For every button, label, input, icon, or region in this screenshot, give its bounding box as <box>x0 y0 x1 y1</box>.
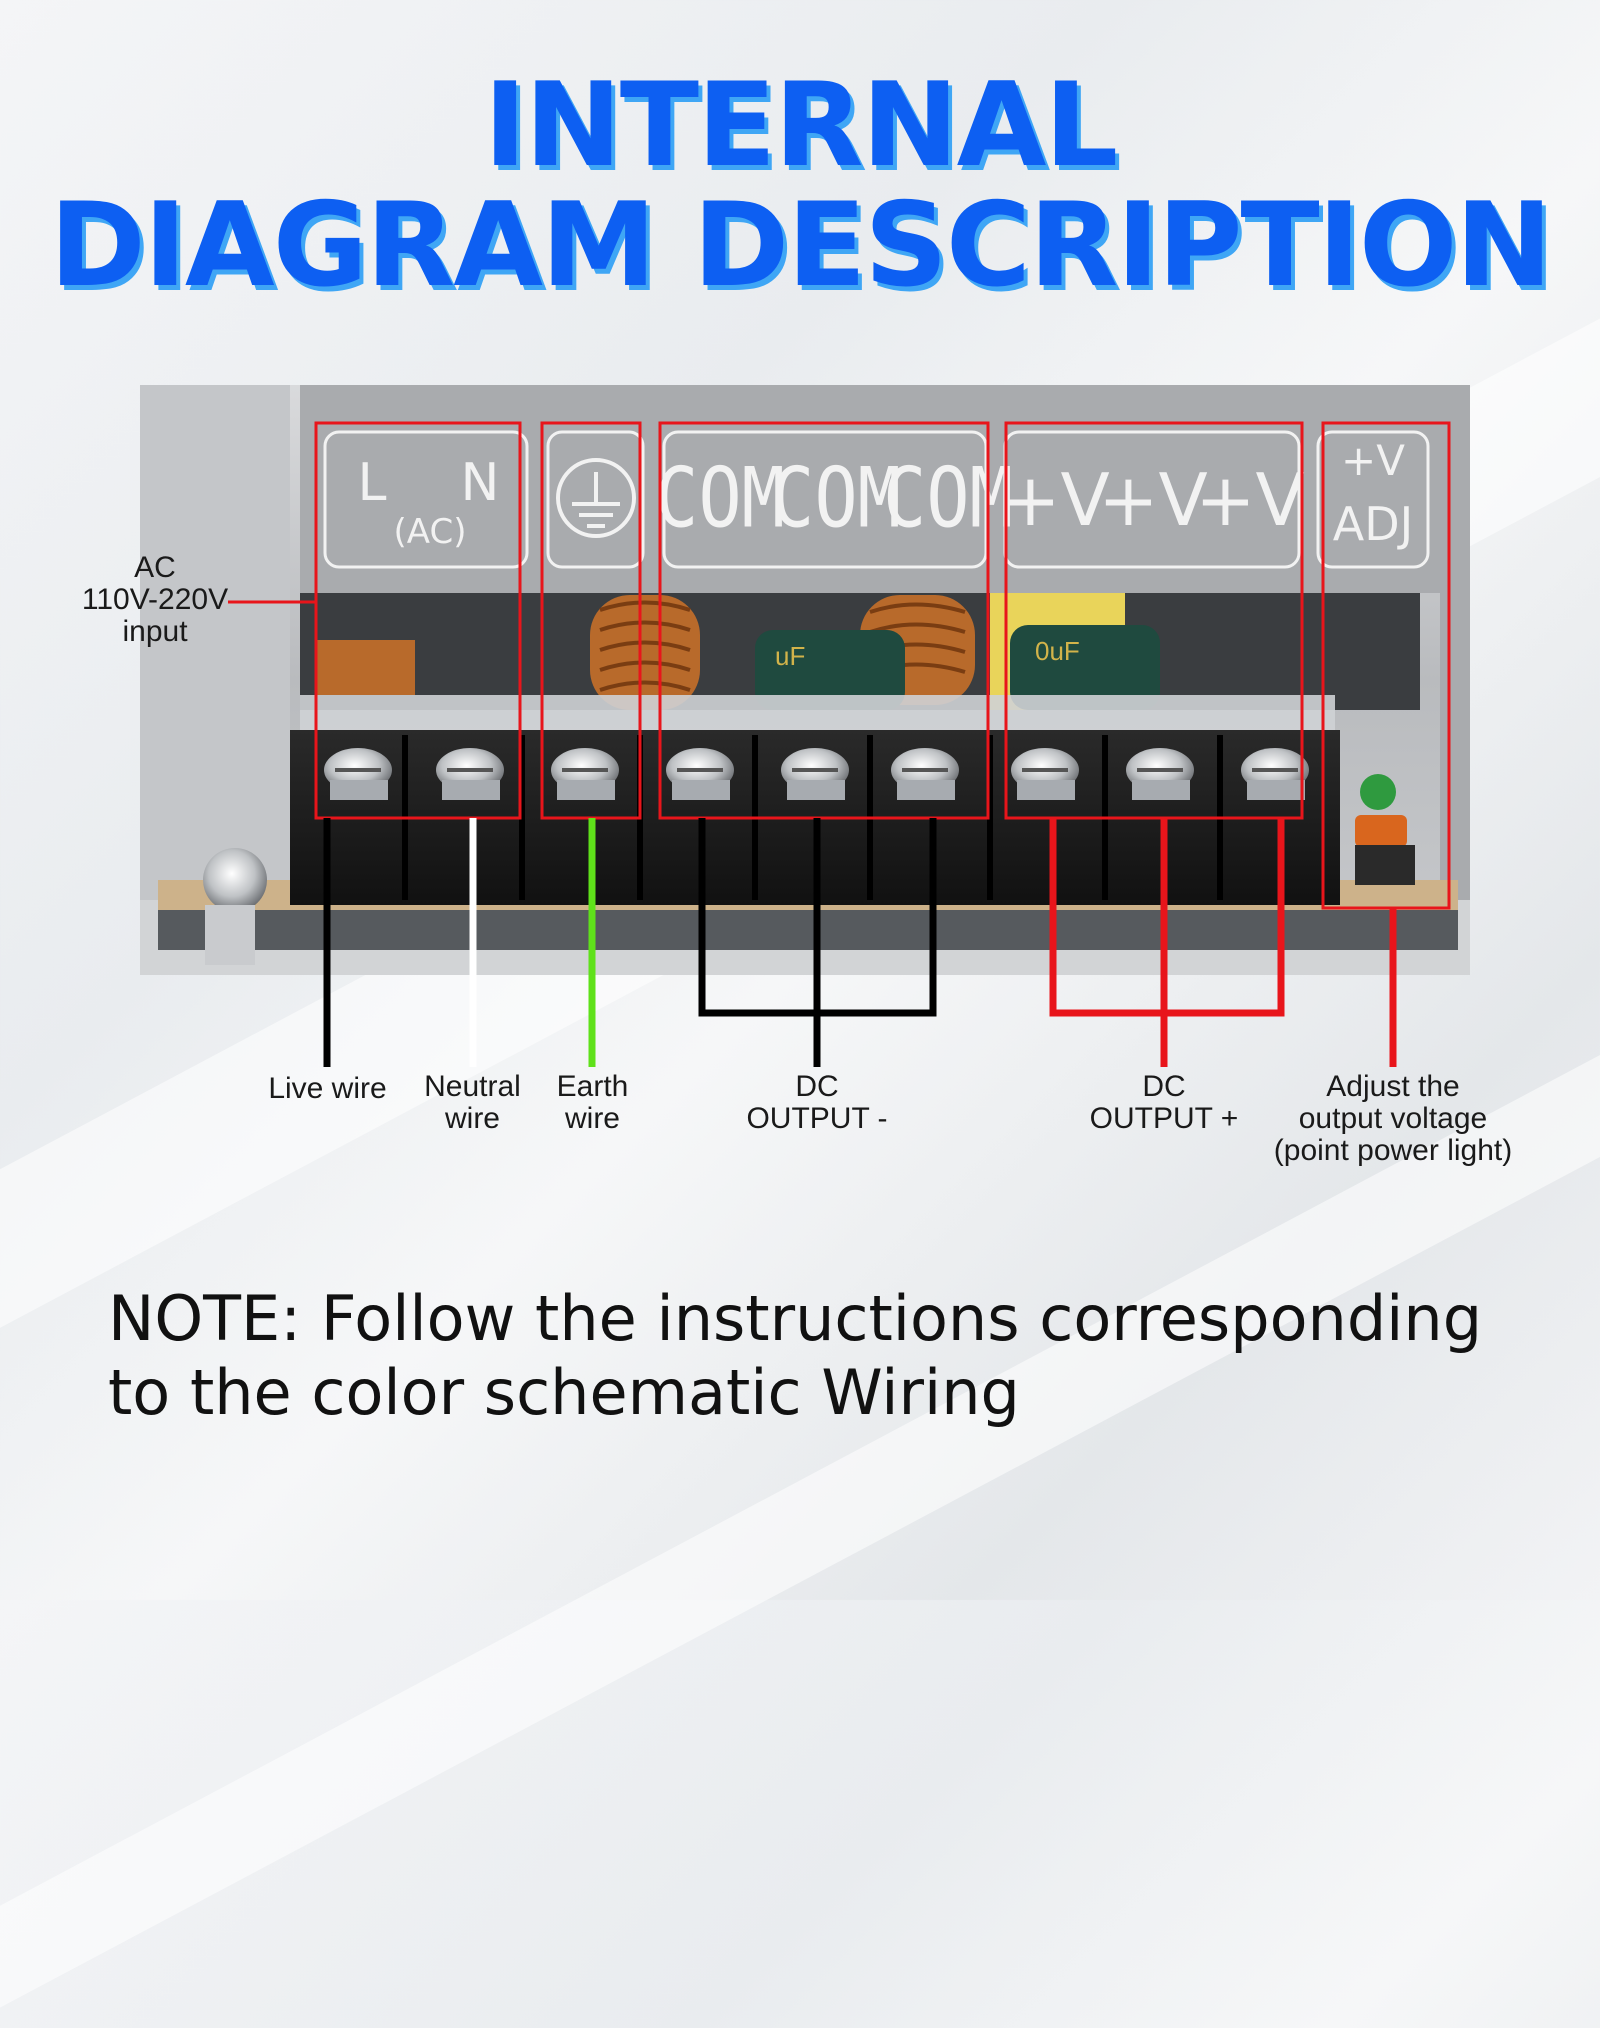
frame-adjust <box>1321 421 1451 910</box>
mount-screw-icon <box>203 848 267 912</box>
panel-label-adj: ADJ <box>1333 497 1413 551</box>
ac-input-label-line-2: 110V-220V <box>81 583 229 616</box>
ground-symbol-icon <box>556 458 636 538</box>
panel-label-com-3: COM <box>883 451 1013 547</box>
terminal-screw-icon <box>891 748 959 800</box>
terminal-screws <box>324 748 1309 800</box>
terminal-screw-icon <box>1011 748 1079 800</box>
capacitor-right-mark: 0uF <box>1035 636 1080 666</box>
neutral-wire-label: Neutral wire <box>405 1071 540 1135</box>
terminal-screw-icon <box>666 748 734 800</box>
panel-label-v-1: +V <box>1000 458 1110 542</box>
potentiometer-base <box>1355 845 1415 885</box>
neutral-wire-label-line-2: wire <box>444 1102 500 1135</box>
wiring-note-line-2: to the color schematic Wiring <box>108 1356 1020 1429</box>
power-supply-diagram: uF 0uF L N (AC) COM COM COM +V +V +V +V … <box>140 385 1470 1067</box>
earth-wire-label-line-2: wire <box>564 1102 620 1135</box>
wiring-note-line-1: NOTE: Follow the instructions correspond… <box>108 1282 1483 1355</box>
frame-dc-plus <box>1004 421 1304 820</box>
dc-minus-wire <box>698 818 937 1067</box>
ac-input-label-line-1: AC <box>134 551 176 584</box>
live-wire-label-text: Live wire <box>268 1072 387 1105</box>
panel-label-l: L <box>358 453 387 513</box>
dc-output-minus-label: DC OUTPUT - <box>727 1071 907 1135</box>
ac-input-label-line-3: input <box>122 615 188 648</box>
capacitor-left-mark: uF <box>775 641 805 671</box>
frame-dc-minus <box>658 421 990 820</box>
title-line-2: DIAGRAM DESCRIPTION <box>49 178 1552 313</box>
neutral-wire-label-line-1: Neutral <box>424 1070 521 1103</box>
terminal-screw-icon <box>551 748 619 800</box>
earth-wire-label-line-1: Earth <box>556 1070 629 1103</box>
terminal-cover-strip <box>300 695 1335 735</box>
dc-output-minus-label-line-2: OUTPUT - <box>746 1102 888 1135</box>
panel-label-com-1: COM <box>655 451 785 547</box>
dc-output-minus-label-line-1: DC <box>795 1070 839 1103</box>
adjust-voltage-label-line-3: (point power light) <box>1273 1134 1513 1167</box>
voltage-adjust-knob-icon <box>1355 815 1407 847</box>
panel-label-adj-v: +V <box>1341 436 1405 485</box>
panel-label-v-2: +V <box>1098 458 1208 542</box>
terminal-screw-icon <box>1126 748 1194 800</box>
frame-ac-input <box>314 421 522 820</box>
dc-output-plus-label-line-1: DC <box>1142 1070 1186 1103</box>
title-line-1: INTERNAL <box>483 58 1119 193</box>
earth-wire-label: Earth wire <box>535 1071 650 1135</box>
adjust-voltage-label: Adjust the output voltage (point power l… <box>1253 1071 1533 1167</box>
terminal-screw-icon <box>436 748 504 800</box>
wiring-note: NOTE: Follow the instructions correspond… <box>108 1282 1528 1430</box>
dc-plus-wire <box>1049 818 1285 1067</box>
terminal-label-panel: L N (AC) COM COM COM +V +V +V +V ADJ <box>300 385 1445 593</box>
panel-label-v-3: +V <box>1195 458 1305 542</box>
adjust-voltage-label-line-1: Adjust the <box>1326 1070 1460 1103</box>
internal-components: uF 0uF <box>300 590 1420 710</box>
capacitor-left <box>755 630 905 710</box>
panel-label-ac: (AC) <box>394 512 467 552</box>
panel-label-com-2: COM <box>771 451 901 547</box>
terminal-screw-icon <box>781 748 849 800</box>
dc-output-plus-label: DC OUTPUT + <box>1074 1071 1254 1135</box>
live-wire-label: Live wire <box>245 1073 410 1105</box>
dc-output-plus-label-line-2: OUTPUT + <box>1089 1102 1239 1135</box>
wiring <box>323 818 1397 1067</box>
terminal-screw-icon <box>1241 748 1309 800</box>
panel-label-n: N <box>461 453 500 513</box>
power-led-icon <box>1360 774 1396 810</box>
terminal-screw-icon <box>324 748 392 800</box>
ac-input-label: AC 110V-220V input <box>60 552 250 648</box>
capacitor-right <box>1010 625 1160 710</box>
adjust-voltage-label-line-2: output voltage <box>1298 1102 1488 1135</box>
